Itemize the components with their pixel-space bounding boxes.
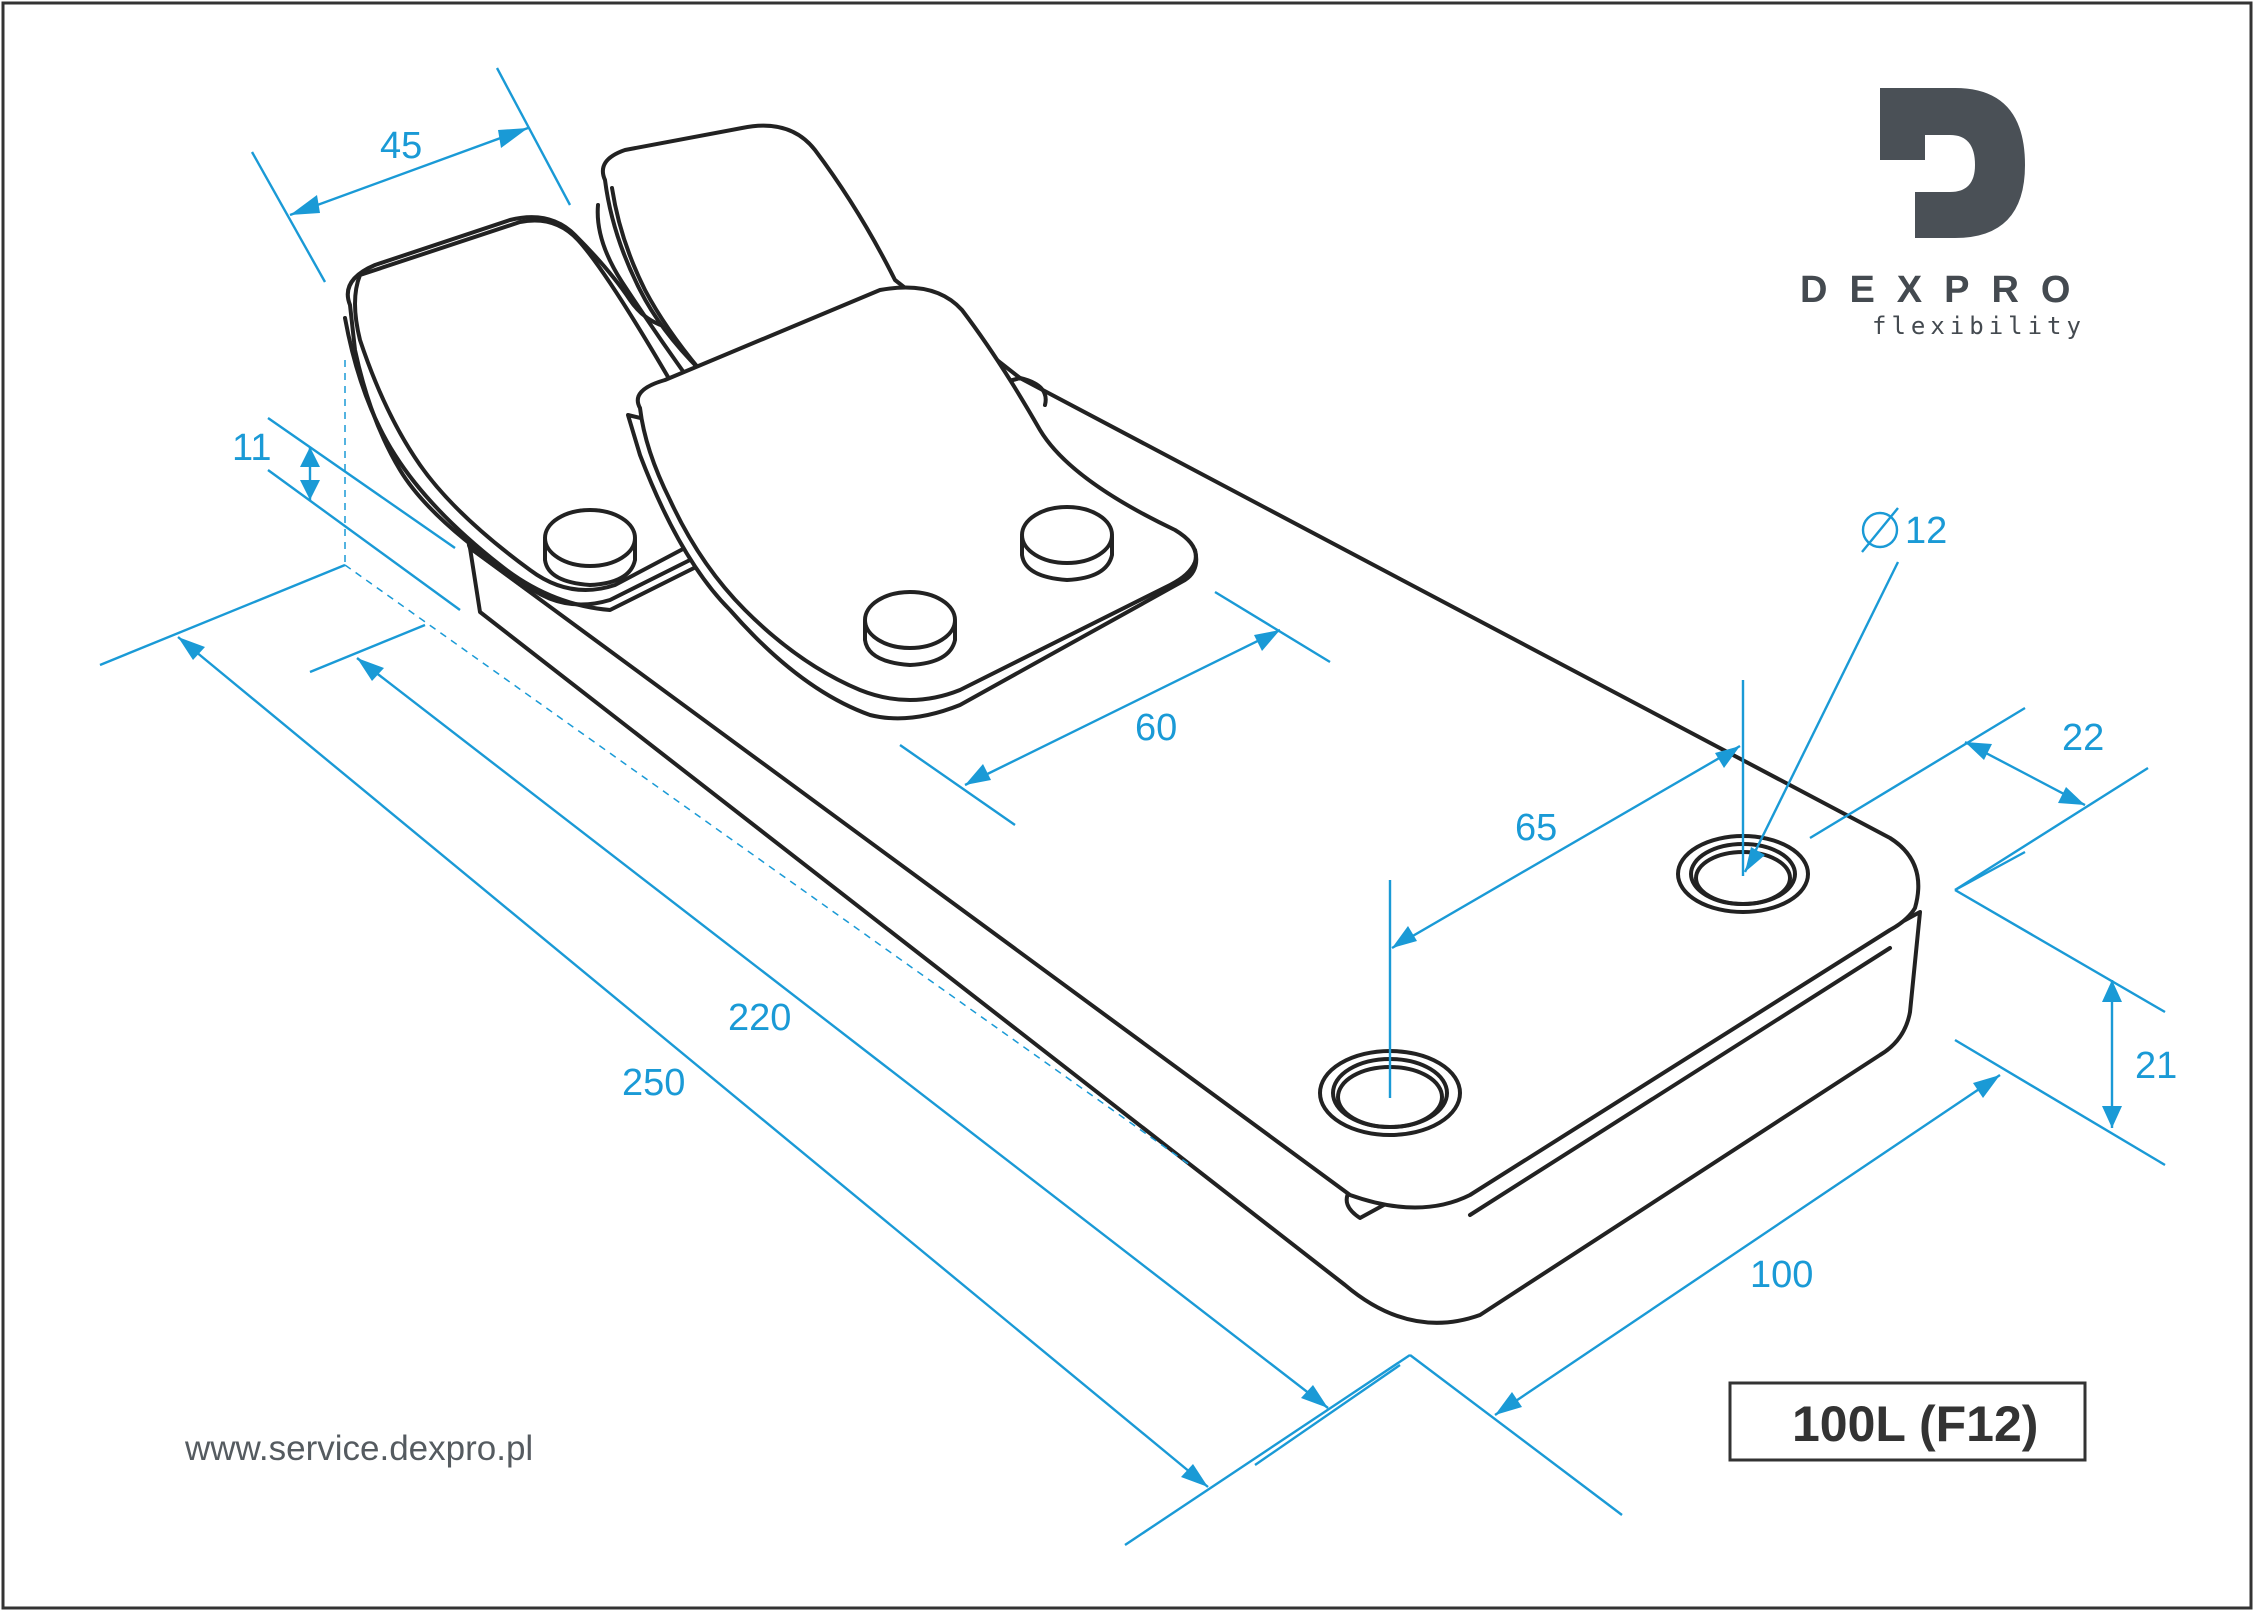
dimension-clip-width-label: 45 — [380, 125, 422, 167]
dimension-hole-spacing-label: 65 — [1515, 807, 1557, 849]
rivet-left — [543, 508, 637, 587]
dimension-width-label: 100 — [1750, 1254, 1813, 1296]
dimension-hole-spacing: 65 — [1388, 680, 1745, 1098]
rivet-front-right — [1020, 505, 1114, 582]
dimension-hole-diameter-label: 12 — [1905, 510, 1947, 552]
dimension-inner-length: 220 — [309, 623, 1401, 1466]
dexpro-logo-icon — [1880, 88, 2025, 238]
reference-line-diagonal — [344, 564, 1191, 1166]
website-url: www.service.dexpro.pl — [184, 1429, 533, 1468]
clip-front — [626, 285, 1199, 721]
dimension-inner-length-label: 220 — [728, 997, 791, 1039]
dimension-total-length-label: 250 — [622, 1062, 685, 1104]
dimension-total-length: 250 — [99, 563, 1411, 1546]
diameter-icon — [1861, 511, 1899, 549]
dimension-width: 100 — [1409, 1038, 2166, 1516]
dimension-clip-thickness-label: 11 — [232, 427, 271, 469]
dimension-hole-edge: 22 — [1809, 706, 2149, 892]
dimension-clip-length-label: 60 — [1135, 707, 1177, 749]
dimension-clip-length: 60 — [899, 590, 1331, 826]
model-box — [1728, 1381, 2087, 1462]
clip-left — [343, 215, 722, 612]
dimension-hole-edge-label: 22 — [2062, 717, 2104, 759]
brand-name: DEXPRO — [1800, 269, 2092, 311]
brand-tagline: flexibility — [1872, 312, 2086, 340]
rivet-front-left — [863, 590, 957, 667]
dimension-height-label: 21 — [2135, 1045, 2177, 1087]
dexpro-logo — [1880, 88, 2025, 238]
model-label: 100L (F12) — [1792, 1396, 2038, 1452]
dimension-clip-thickness: 11 — [232, 417, 461, 611]
dimension-hole-diameter: 12 — [1743, 507, 1947, 873]
dimension-clip-width: 45 — [250, 67, 572, 283]
